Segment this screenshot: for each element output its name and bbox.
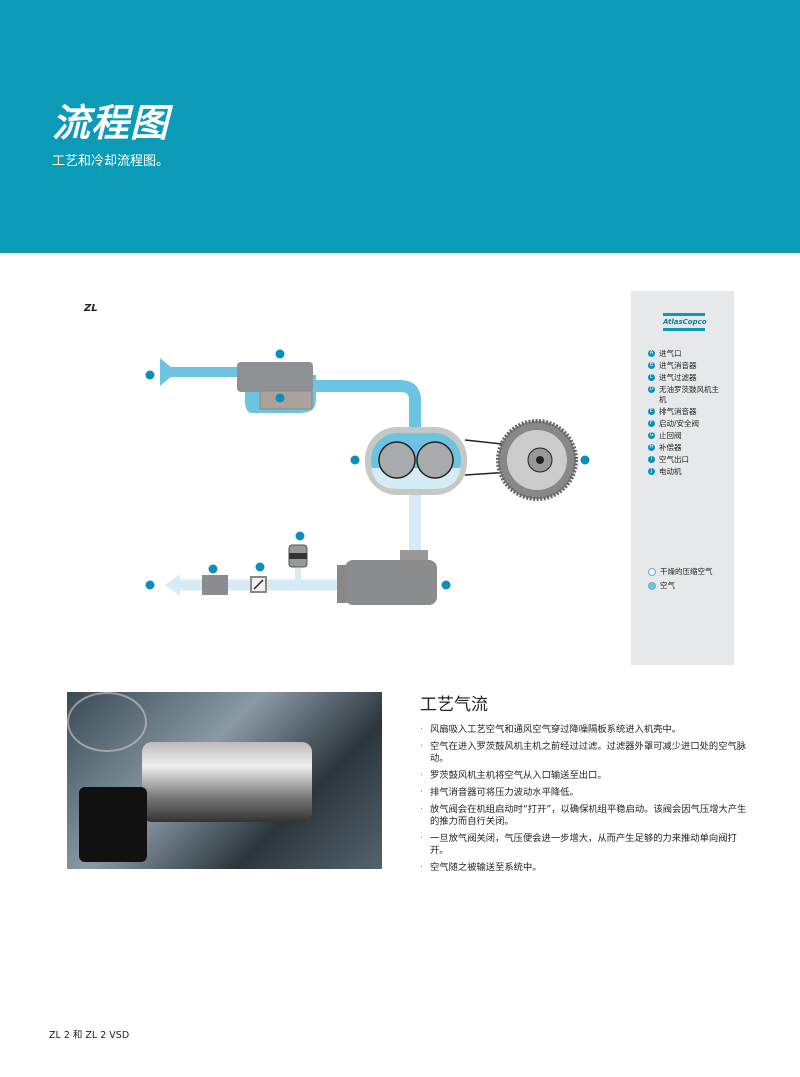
bullet: 风扇吸入工艺空气和通风空气穿过降噪隔板系统进入机壳中。 bbox=[420, 724, 750, 736]
model-label: ZL bbox=[84, 303, 98, 314]
bullet: 空气在进入罗茨鼓风机主机之前经过过滤。过滤器外罩可减少进口处的空气脉动。 bbox=[420, 741, 750, 765]
flow-diagram bbox=[145, 349, 590, 605]
bullet: 空气随之被输送至系统中。 bbox=[420, 862, 750, 874]
page-title: 流程图 bbox=[52, 101, 170, 145]
inlet-silencer bbox=[237, 362, 316, 413]
key-dry-air: 干燥的压缩空气 bbox=[648, 566, 713, 577]
bullet: 一旦放气阀关闭，气压便会进一步增大，从而产生足够的力来推动单向阀打开。 bbox=[420, 833, 750, 857]
process-bullets: 风扇吸入工艺空气和通风空气穿过降噪隔板系统进入机壳中。 空气在进入罗茨鼓风机主机… bbox=[420, 724, 750, 879]
page-subtitle: 工艺和冷却流程图。 bbox=[52, 154, 170, 169]
exhaust-silencer bbox=[337, 550, 437, 605]
motor bbox=[496, 419, 578, 501]
key-air: 空气 bbox=[648, 580, 713, 591]
valves bbox=[202, 544, 308, 595]
section-title: 工艺气流 bbox=[420, 695, 488, 715]
blower-housing bbox=[365, 427, 467, 495]
bullet: 排气消音器可将压力波动水平降低。 bbox=[420, 787, 750, 799]
header-banner: 流程图 工艺和冷却流程图。 bbox=[0, 0, 800, 253]
bullet: 罗茨鼓风机主机将空气从入口输送至出口。 bbox=[420, 770, 750, 782]
atlas-copco-logo: AtlasCopco bbox=[663, 313, 707, 331]
blower-photo bbox=[67, 692, 382, 869]
diagram-labels bbox=[145, 349, 590, 590]
bullet: 放气阀会在机组启动时“打开”，以确保机组平稳启动。该阀会因气压增大产生的推力而自… bbox=[420, 804, 750, 828]
footer-model: ZL 2 和 ZL 2 VSD bbox=[49, 1030, 130, 1041]
